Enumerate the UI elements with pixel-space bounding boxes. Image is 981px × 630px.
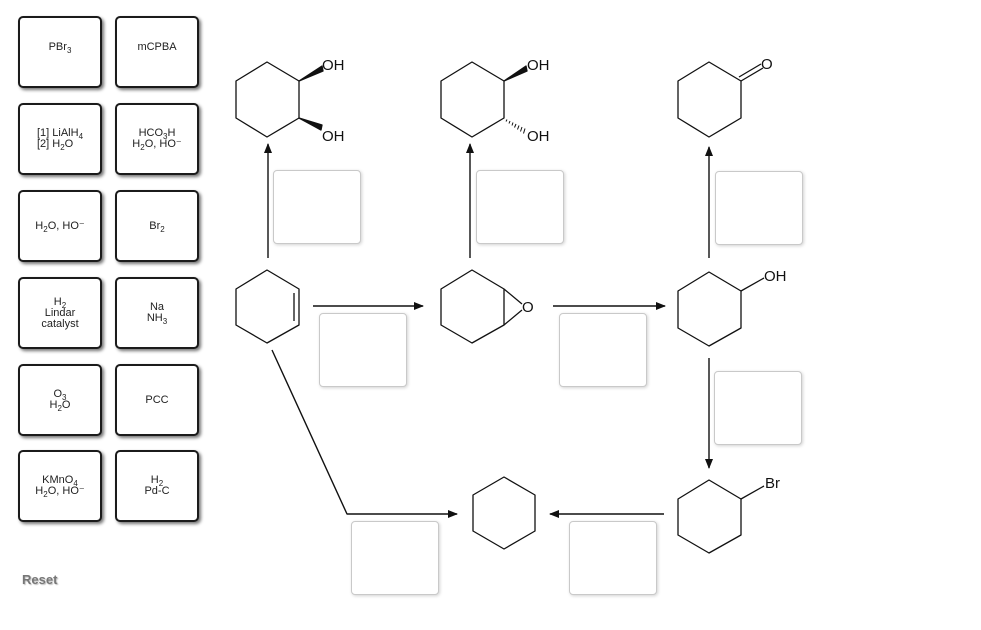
reagent-line: HCO3H bbox=[138, 127, 176, 142]
reagent-line: H2 bbox=[150, 474, 164, 489]
drop-target-bromination[interactable] bbox=[714, 371, 802, 445]
reagent-line: Na bbox=[149, 301, 165, 313]
arrow-bent-hydrogenation bbox=[271, 349, 458, 518]
reagent-tile-lialh4[interactable]: [1] LiAlH4[2] H2O bbox=[18, 103, 102, 175]
reagent-line: NH3 bbox=[146, 312, 168, 327]
cis-diol-molecule bbox=[235, 61, 324, 138]
reagent-tile-pcc[interactable]: PCC bbox=[115, 364, 199, 436]
cyclohexanone-molecule bbox=[677, 61, 764, 138]
oh-label: OH bbox=[527, 128, 550, 145]
reagent-label: Br2 bbox=[149, 219, 165, 234]
drop-target-bromide-reduction[interactable] bbox=[569, 521, 657, 595]
reagent-label: H2O, HO⁻ bbox=[35, 219, 85, 234]
cyclohexanol-molecule bbox=[677, 271, 765, 347]
reagent-line: H2O, HO⁻ bbox=[132, 138, 182, 153]
reagent-line: H2O bbox=[49, 399, 71, 414]
reagent-line: Br2 bbox=[149, 219, 165, 234]
drop-target-epoxidation[interactable] bbox=[319, 313, 407, 387]
reagent-line: H2O, HO⁻ bbox=[35, 485, 85, 500]
reagent-label: [1] LiAlH4[2] H2O bbox=[36, 127, 84, 153]
reagent-tile-mcpba[interactable]: mCPBA bbox=[115, 16, 199, 88]
oxygen-label: O bbox=[761, 56, 773, 73]
oh-label: OH bbox=[527, 57, 550, 74]
drop-target-oxidation-ketone[interactable] bbox=[715, 171, 803, 245]
reagent-line: mCPBA bbox=[137, 41, 177, 53]
reagent-tile-pbr3[interactable]: PBr3 bbox=[18, 16, 102, 88]
reagent-tile-h2o-ho[interactable]: H2O, HO⁻ bbox=[18, 190, 102, 262]
reagent-label: PBr3 bbox=[48, 41, 72, 56]
reagent-line: H2O, HO⁻ bbox=[35, 219, 85, 234]
reagent-line: KMnO4 bbox=[42, 474, 78, 489]
reagent-line: Pd-C bbox=[144, 485, 170, 497]
cyclohexene-molecule bbox=[235, 269, 300, 344]
reaction-arrows bbox=[264, 143, 713, 518]
reagent-label: mCPBA bbox=[137, 42, 176, 53]
reagent-line: Lindar bbox=[44, 306, 76, 319]
reagent-line: catalyst bbox=[41, 317, 79, 330]
reagent-line: H2 bbox=[53, 295, 67, 310]
cyclohexane-molecule bbox=[472, 476, 536, 550]
reagent-line: PCC bbox=[145, 393, 169, 406]
reagent-line: O3 bbox=[53, 388, 67, 403]
bromine-label: Br bbox=[765, 475, 780, 492]
reagent-tile-br2[interactable]: Br2 bbox=[115, 190, 199, 262]
oh-label: OH bbox=[322, 57, 345, 74]
reagent-label: PCC bbox=[145, 393, 169, 406]
drop-target-dihydroxylation-cis[interactable] bbox=[273, 170, 361, 244]
reset-button[interactable]: Reset bbox=[22, 572, 58, 587]
drop-target-hydrogenation[interactable] bbox=[351, 521, 439, 595]
epoxide-molecule bbox=[440, 269, 523, 344]
reagent-line: [1] LiAlH4 bbox=[36, 127, 84, 142]
oxygen-label: O bbox=[522, 299, 534, 316]
bromocyclohexane-molecule bbox=[677, 479, 765, 554]
reagent-line: [2] H2O bbox=[36, 138, 74, 153]
reagent-line: PBr3 bbox=[48, 41, 72, 56]
trans-diol-molecule bbox=[440, 61, 528, 138]
drop-target-epoxide-opening[interactable] bbox=[476, 170, 564, 244]
drop-target-epoxide-reduction[interactable] bbox=[559, 313, 647, 387]
oh-label: OH bbox=[322, 128, 345, 145]
oh-label: OH bbox=[764, 268, 787, 285]
